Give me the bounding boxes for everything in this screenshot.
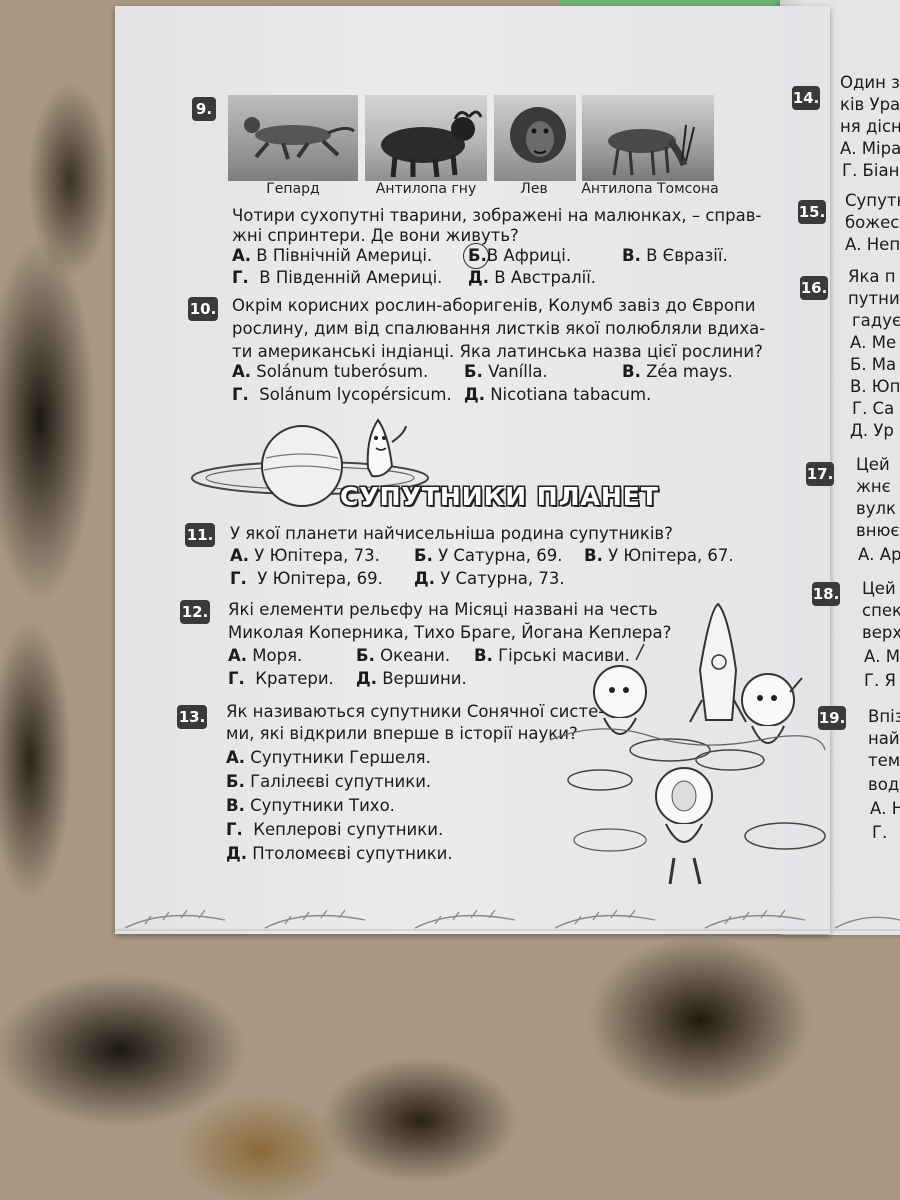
q14-fragment-5: Г. Біан: [842, 161, 900, 180]
question-number-11: 11.: [185, 523, 215, 547]
q18-fragment-2: спек: [862, 601, 900, 620]
question-number-17: 17.: [806, 462, 834, 486]
question-number-13: 13.: [177, 705, 207, 729]
q19-fragment-3: тем: [868, 751, 900, 770]
q16-fragment-2: путни: [848, 289, 900, 308]
q18-fragment-1: Цей: [862, 579, 896, 598]
q11-option-a: А. У Юпітера, 73.: [230, 546, 380, 565]
wildebeest-photo: [365, 95, 487, 181]
q11-option-v: В. У Юпітера, 67.: [584, 546, 734, 565]
q12-option-a: А. Моря.: [228, 646, 303, 665]
q9-option-v: В. В Євразії.: [622, 246, 728, 265]
q16-fragment-3: гадує: [852, 311, 900, 330]
gazelle-photo: [582, 95, 714, 181]
q10-text-line3: ти американські індіанці. Яка латинська …: [232, 342, 763, 361]
q14-fragment-2: ків Ура: [840, 95, 900, 114]
q13-option-b: Б. Галілеєві супутники.: [226, 772, 432, 791]
q17-fragment-1: Цей: [856, 455, 890, 474]
q12-option-d: Д. Вершини.: [356, 669, 467, 688]
q9-text-line1: Чотири сухопутні тварини, зображені на м…: [232, 206, 762, 225]
q12-option-v: В. Гірські масиви.: [474, 646, 630, 665]
question-number-18: 18.: [812, 582, 840, 606]
q10-option-g: Г. Solánum lycopérsicum.: [232, 385, 452, 404]
q17-fragment-2: жнє: [856, 477, 891, 496]
q16-fragment-8: Д. Ур: [850, 421, 894, 440]
q12-text-line2: Миколая Коперника, Тихо Браге, Йогана Ке…: [228, 623, 672, 642]
q14-fragment-3: ня дісн: [840, 117, 900, 136]
q13-option-g: Г. Кеплерові супутники.: [226, 820, 444, 839]
section-title: СУПУТНИКИ ПЛАНЕТ: [340, 482, 659, 511]
q11-option-b: Б. У Сатурна, 69.: [414, 546, 563, 565]
q12-option-g: Г. Кратери.: [228, 669, 334, 688]
question-number-15: 15.: [798, 200, 826, 224]
answer-circle-mark: [463, 243, 489, 269]
wheat-ornament-footer: [115, 909, 900, 931]
q13-option-d: Д. Птоломеєві супутники.: [226, 844, 453, 863]
saturn-illustration: [191, 418, 429, 507]
q18-fragment-3: верх: [862, 623, 900, 642]
q10-text-line1: Окрім корисних рослин-аборигенів, Колумб…: [232, 296, 756, 315]
q15-fragment-2: божес: [845, 213, 900, 232]
question-number-19: 19.: [818, 706, 846, 730]
question-number-10: 10.: [188, 297, 218, 321]
q18-fragment-4: А. М: [864, 647, 900, 666]
q17-fragment-4: внює: [856, 521, 900, 540]
q19-fragment-4: вод: [868, 775, 900, 794]
q18-fragment-5: Г. Я: [864, 671, 897, 690]
caption-gazelle: Антилопа Томсона: [581, 181, 719, 197]
q19-fragment-5: А. Н: [870, 799, 900, 818]
q13-option-v: В. Супутники Тихо.: [226, 796, 395, 815]
q13-text-line2: ми, які відкрили вперше в історії науки?: [226, 724, 578, 743]
q19-fragment-1: Впіз: [868, 707, 900, 726]
q15-fragment-1: Супутн: [845, 191, 900, 210]
caption-lion: Лев: [520, 181, 548, 197]
q9-option-d: Д. В Австралії.: [468, 268, 597, 287]
q17-fragment-3: вулк: [856, 499, 897, 518]
green-top-strip: [560, 0, 820, 10]
q10-option-a: А. Solánum tuberósum.: [232, 362, 429, 381]
cheetah-photo: [228, 95, 358, 181]
q14-fragment-1: Один з: [840, 73, 900, 92]
q16-fragment-6: В. Юп: [850, 377, 900, 396]
q16-fragment-7: Г. Са: [852, 399, 895, 418]
q15-fragment-3: А. Неп: [845, 235, 900, 254]
lion-photo: [494, 95, 576, 181]
q13-option-a: А. Супутники Гершеля.: [226, 748, 431, 767]
q9-option-g: Г. В Південній Америці.: [232, 268, 443, 287]
q10-text-line2: рослину, дим від спалювання листків якої…: [232, 319, 766, 338]
q12-option-b: Б. Океани.: [356, 646, 451, 665]
q12-text-line1: Які елементи рельєфу на Місяці названі н…: [228, 600, 658, 619]
question-number-14: 14.: [792, 86, 820, 110]
q13-text-line1: Як називаються супутники Сонячної систе-: [226, 702, 605, 721]
q11-text-line1: У якої планети найчисельніша родина супу…: [230, 524, 673, 543]
q9-text-line2: жні спринтери. Де вони живуть?: [232, 226, 519, 245]
question-number-9: 9.: [192, 97, 216, 121]
q16-fragment-4: А. Ме: [850, 333, 897, 352]
caption-wildebeest: Антилопа гну: [375, 181, 477, 197]
q16-fragment-5: Б. Ма: [850, 355, 897, 374]
q14-fragment-4: А. Міра: [840, 139, 900, 158]
caption-cheetah: Гепард: [266, 181, 320, 197]
q19-fragment-2: най: [868, 729, 900, 748]
q10-option-b: Б. Vanílla.: [464, 362, 548, 381]
q11-option-g: Г. У Юпітера, 69.: [230, 569, 383, 588]
q17-fragment-5: А. Ар: [858, 545, 900, 564]
q19-fragment-6: Г.: [872, 823, 888, 842]
q9-option-a: А. В Північній Америці.: [232, 246, 433, 265]
question-number-12: 12.: [180, 600, 210, 624]
q10-option-d: Д. Nicotiana tabacum.: [464, 385, 652, 404]
q10-option-v: В. Zéa mays.: [622, 362, 733, 381]
q11-option-d: Д. У Сатурна, 73.: [414, 569, 565, 588]
moon-astronauts-illustration: [549, 602, 826, 885]
question-number-16: 16.: [800, 276, 828, 300]
q16-fragment-1: Яка п: [848, 267, 896, 286]
